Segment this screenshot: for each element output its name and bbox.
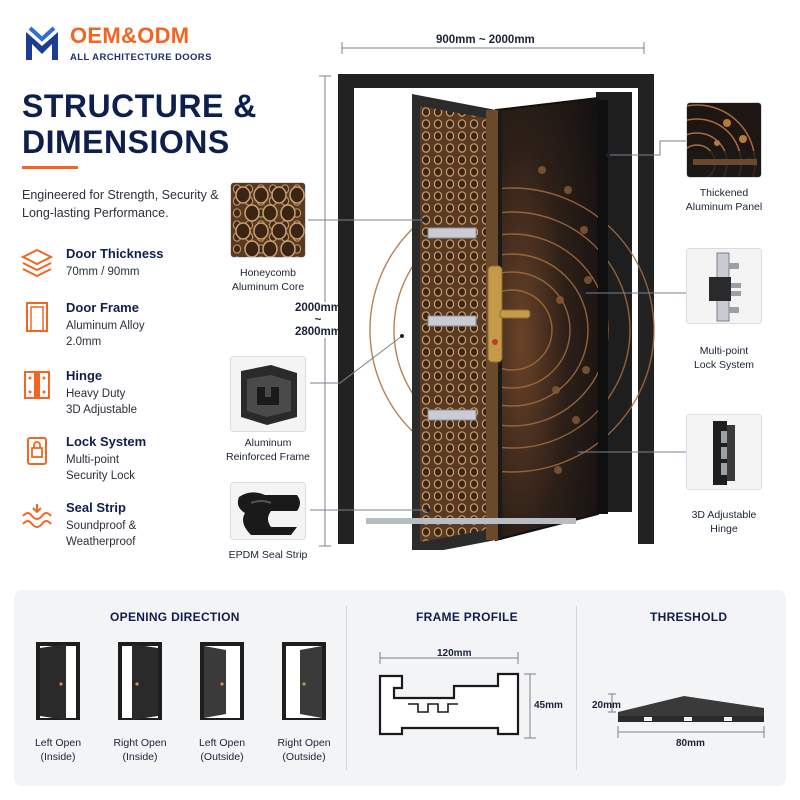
lock-icon	[27, 437, 47, 465]
feature-title: Hinge	[66, 368, 103, 383]
feature-desc: Aluminum Alloy	[66, 320, 145, 332]
frame-profile-title: FRAME PROFILE	[416, 610, 518, 624]
callout-honeycomb-image	[230, 182, 306, 258]
width-dimension: 900mm ~ 2000mm	[432, 34, 539, 46]
feature-desc: Soundproof &	[66, 520, 137, 532]
seal-icon	[22, 504, 52, 528]
opening-label: Right Open (Outside)	[277, 737, 331, 763]
threshold-width: 80mm	[676, 738, 705, 749]
feature-desc: 3D Adjustable	[66, 404, 137, 416]
profile-height: 45mm	[534, 700, 563, 711]
feature-seal-strip: Seal Strip Soundproof & Weatherproof	[20, 500, 136, 550]
door-left-open-inside-icon	[36, 642, 80, 720]
door-frame-icon	[26, 302, 48, 332]
feature-door-frame: Door Frame Aluminum Alloy 2.0mm	[20, 300, 145, 350]
feature-desc: Security Lock	[66, 470, 136, 482]
title-line-2: DIMENSIONS	[22, 124, 230, 160]
hinge-icon	[24, 371, 50, 399]
layers-icon	[20, 248, 54, 278]
feature-hinge: Hinge Heavy Duty 3D Adjustable	[20, 368, 137, 418]
height-top: 2000mm	[294, 302, 342, 314]
title-line-1: STRUCTURE &	[22, 88, 257, 124]
width-dimension-line	[341, 42, 645, 54]
callout-hinge-image	[686, 414, 762, 490]
opening-direction-title: OPENING DIRECTION	[110, 610, 240, 624]
threshold-drawing	[608, 693, 765, 738]
callout-frame-label: Aluminum Reinforced Frame	[225, 437, 311, 463]
opening-label: Right Open (Inside)	[113, 737, 167, 763]
spec-panel: OPENING DIRECTION FRAME PROFILE THRESHOL…	[14, 590, 786, 786]
callout-lock-label: Multi-point Lock System	[693, 345, 755, 371]
threshold-height: 20mm	[592, 700, 621, 711]
frame-profile-drawing	[378, 652, 536, 739]
logo-icon	[26, 26, 58, 60]
feature-title: Door Thickness	[66, 246, 164, 261]
tagline: Engineered for Strength, Security & Long…	[22, 188, 219, 220]
opening-label: Left Open (Inside)	[34, 737, 82, 763]
brand-subtitle: ALL ARCHITECTURE DOORS	[70, 52, 212, 63]
door-left-open-outside-icon	[200, 642, 244, 720]
feature-lock-system: Lock System Multi-point Security Lock	[20, 434, 146, 484]
feature-title: Lock System	[66, 434, 147, 449]
feature-desc: Multi-point	[66, 454, 120, 466]
page-title: STRUCTURE & DIMENSIONS	[22, 88, 257, 160]
feature-desc: Weatherproof	[66, 536, 136, 548]
feature-desc: 70mm / 90mm	[66, 266, 140, 278]
callout-seal-image	[230, 482, 306, 540]
opening-label: Left Open (Outside)	[198, 737, 246, 763]
divider	[576, 606, 577, 770]
brand-name: OEM&ODM	[70, 23, 190, 48]
feature-title: Door Frame	[66, 300, 139, 315]
title-underline	[22, 166, 78, 169]
callout-panel-image	[686, 102, 762, 178]
height-sep: ~	[314, 314, 322, 326]
divider	[346, 606, 347, 770]
callout-lock-image	[686, 248, 762, 324]
feature-desc: 2.0mm	[66, 336, 102, 348]
feature-desc: Heavy Duty	[66, 388, 126, 400]
callout-hinge-label: 3D Adjustable Hinge	[691, 509, 757, 535]
feature-title: Seal Strip	[66, 500, 126, 515]
height-dimension: 2000mm ~ 2800mm	[290, 302, 346, 338]
callout-connectors	[308, 140, 686, 512]
callout-panel-label: Thickened Aluminum Panel	[685, 187, 763, 213]
brand: OEM&ODM ALL ARCHITECTURE DOORS	[22, 24, 212, 64]
door-right-open-outside-icon	[282, 642, 326, 720]
threshold-title: THRESHOLD	[650, 610, 728, 624]
callout-honeycomb-label: Honeycomb Aluminum Core	[231, 267, 305, 293]
height-bottom: 2800mm	[294, 326, 342, 338]
feature-door-thickness: Door Thickness 70mm / 90mm	[20, 246, 164, 280]
profile-width: 120mm	[437, 648, 472, 659]
door-illustration	[338, 74, 655, 550]
callout-seal-label: EPDM Seal Strip	[228, 549, 308, 561]
callout-frame-image	[230, 356, 306, 432]
door-right-open-inside-icon	[118, 642, 162, 720]
